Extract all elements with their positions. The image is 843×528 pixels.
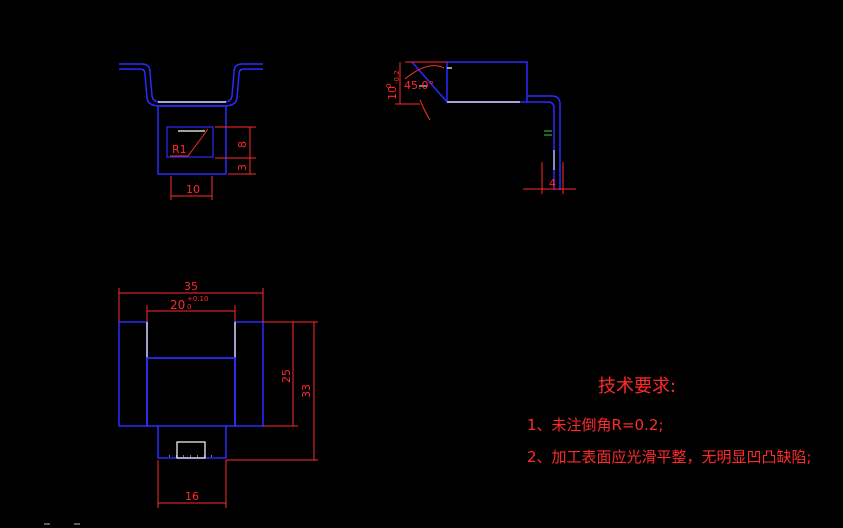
dim-height-inner-label: 25 (280, 369, 293, 383)
dim-height-upper-label: 8 (236, 141, 249, 148)
technical-notes: 技术要求: 1、未注倒角R=0.2; 2、加工表面应光滑平整，无明显凹凸缺陷; (527, 376, 812, 466)
top-view-right-tab (234, 321, 264, 427)
top-view-slot (176, 441, 206, 459)
top-view: 35 20 +0.10 0 25 33 16 (118, 280, 318, 508)
angle-label: 45.0° (404, 79, 434, 92)
side-view: 45.0° 10 0 -0.2 4 (385, 61, 576, 194)
dim-side-tol-upper: 0 (385, 84, 393, 88)
top-view-center-plate (146, 357, 236, 427)
front-view-profile-inner (119, 68, 263, 107)
notes-item-1: 1、未注倒角R=0.2; (527, 416, 663, 434)
radius-leader (170, 128, 209, 157)
dim-height-lower-label: 3 (236, 164, 249, 171)
dim-inner-tol-upper: +0.10 (187, 295, 208, 303)
dim-tab-width-label: 16 (185, 490, 199, 503)
dim-overall-width-label: 35 (184, 280, 198, 293)
dim-width-label: 10 (186, 183, 200, 196)
front-view-block (157, 105, 227, 175)
front-view-slot (166, 126, 214, 158)
notes-title: 技术要求: (598, 376, 676, 397)
angle-arc (404, 65, 445, 80)
dim-inner-width-label: 20 (170, 298, 185, 312)
dim-side-tol-lower: -0.2 (393, 70, 401, 84)
angle-arc-lower (419, 99, 431, 121)
dim-inner-tol-lower: 0 (187, 303, 191, 311)
dim-thickness-label: 4 (549, 177, 556, 190)
notes-item-2: 2、加工表面应光滑平整，无明显凹凸缺陷; (527, 448, 812, 466)
side-view-leg (527, 95, 561, 190)
dim-side-height-label: 10 (386, 86, 399, 100)
dim-height-overall-label: 33 (300, 384, 313, 398)
radius-label: R1 (172, 143, 187, 156)
side-view-bend-edge (411, 61, 448, 103)
side-view-upper-flange (446, 61, 528, 103)
front-view: R1 10 8 3 (119, 63, 263, 200)
top-view-left-tab (118, 321, 148, 427)
